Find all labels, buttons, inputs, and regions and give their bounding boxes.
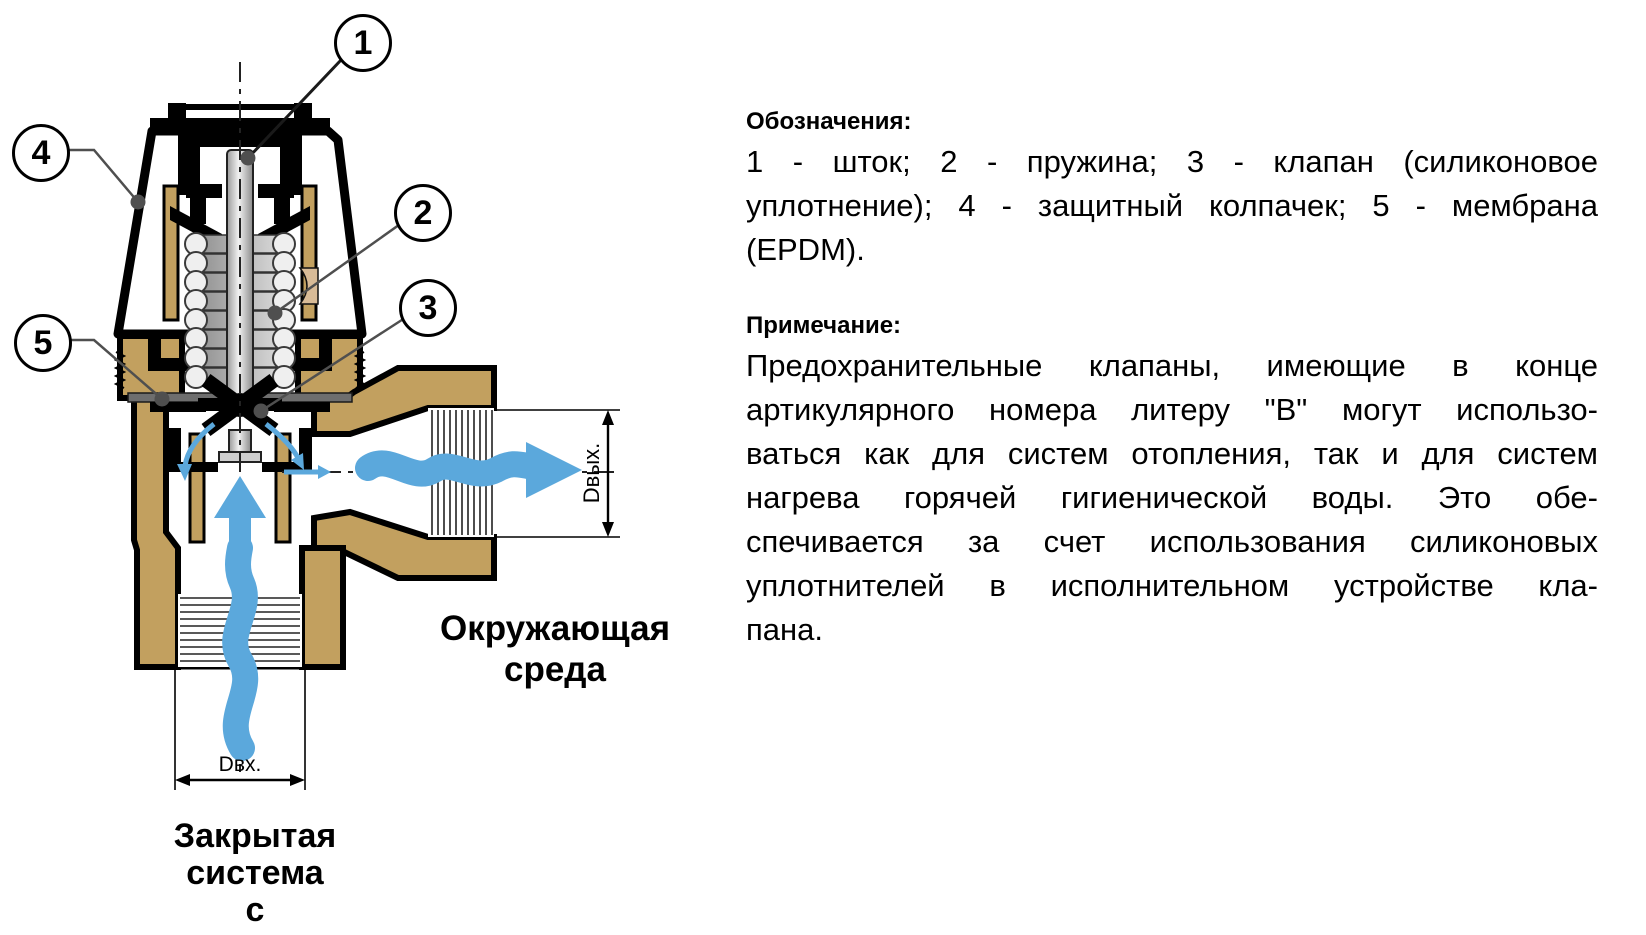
legend-line: уплотнение); 4 - защитный колпачек; 5 - … (746, 188, 1598, 223)
closed-system-label: Закрытая система с теплоносителем под да… (105, 818, 405, 935)
note-line: пана. (746, 612, 824, 647)
note-line: нагрева горячей гигиенической воды. Это … (746, 480, 1598, 515)
inlet-flow-arrow (222, 535, 259, 761)
relief-swirl-left (182, 422, 216, 467)
flow-arrows (177, 422, 582, 761)
closed-system-line2: с теплоносителем (115, 891, 394, 935)
legend-text: 1 - шток; 2 - пружина; 3 - клапан (силик… (746, 140, 1598, 272)
dimension-out (494, 409, 620, 538)
callout-2-spring: 2 (394, 184, 452, 242)
closed-system-line1: Закрытая система (173, 817, 337, 892)
legend-heading: Обозначения: (746, 107, 912, 135)
callout-4-cap: 4 (12, 124, 70, 182)
callout-5-membrane: 5 (14, 314, 72, 372)
note-line: уплотнителей в исполнительном устройстве… (746, 568, 1598, 603)
environment-line1: Окружающая (440, 609, 670, 648)
legend-line: 1 - шток; 2 - пружина; 3 - клапан (силик… (746, 144, 1598, 179)
note-line: Предохранительные клапаны, имеющие в кон… (746, 348, 1598, 383)
environment-label: Окружающая среда (405, 608, 705, 690)
outlet-flow-arrow (355, 450, 541, 487)
valve-cross-section-diagram (38, 38, 620, 790)
legend-line: (EPDM). (746, 232, 865, 267)
note-text: Предохранительные клапаны, имеющие в кон… (746, 344, 1598, 652)
environment-line2: среда (504, 650, 606, 689)
seal-wedge (298, 267, 319, 305)
d-out-label: Dвых. (579, 442, 604, 504)
note-line: ваться как для систем отопления, так и д… (746, 436, 1598, 471)
dimension-in (174, 668, 306, 790)
note-line: спечивается за счет использования силико… (746, 524, 1598, 559)
d-in-label: Dвх. (218, 753, 262, 776)
callout-1-stem: 1 (334, 14, 392, 72)
callout-3-valve: 3 (399, 279, 457, 337)
note-heading: Примечание: (746, 311, 902, 339)
note-line: артикулярного номера литеру "B" могут ис… (746, 392, 1598, 427)
